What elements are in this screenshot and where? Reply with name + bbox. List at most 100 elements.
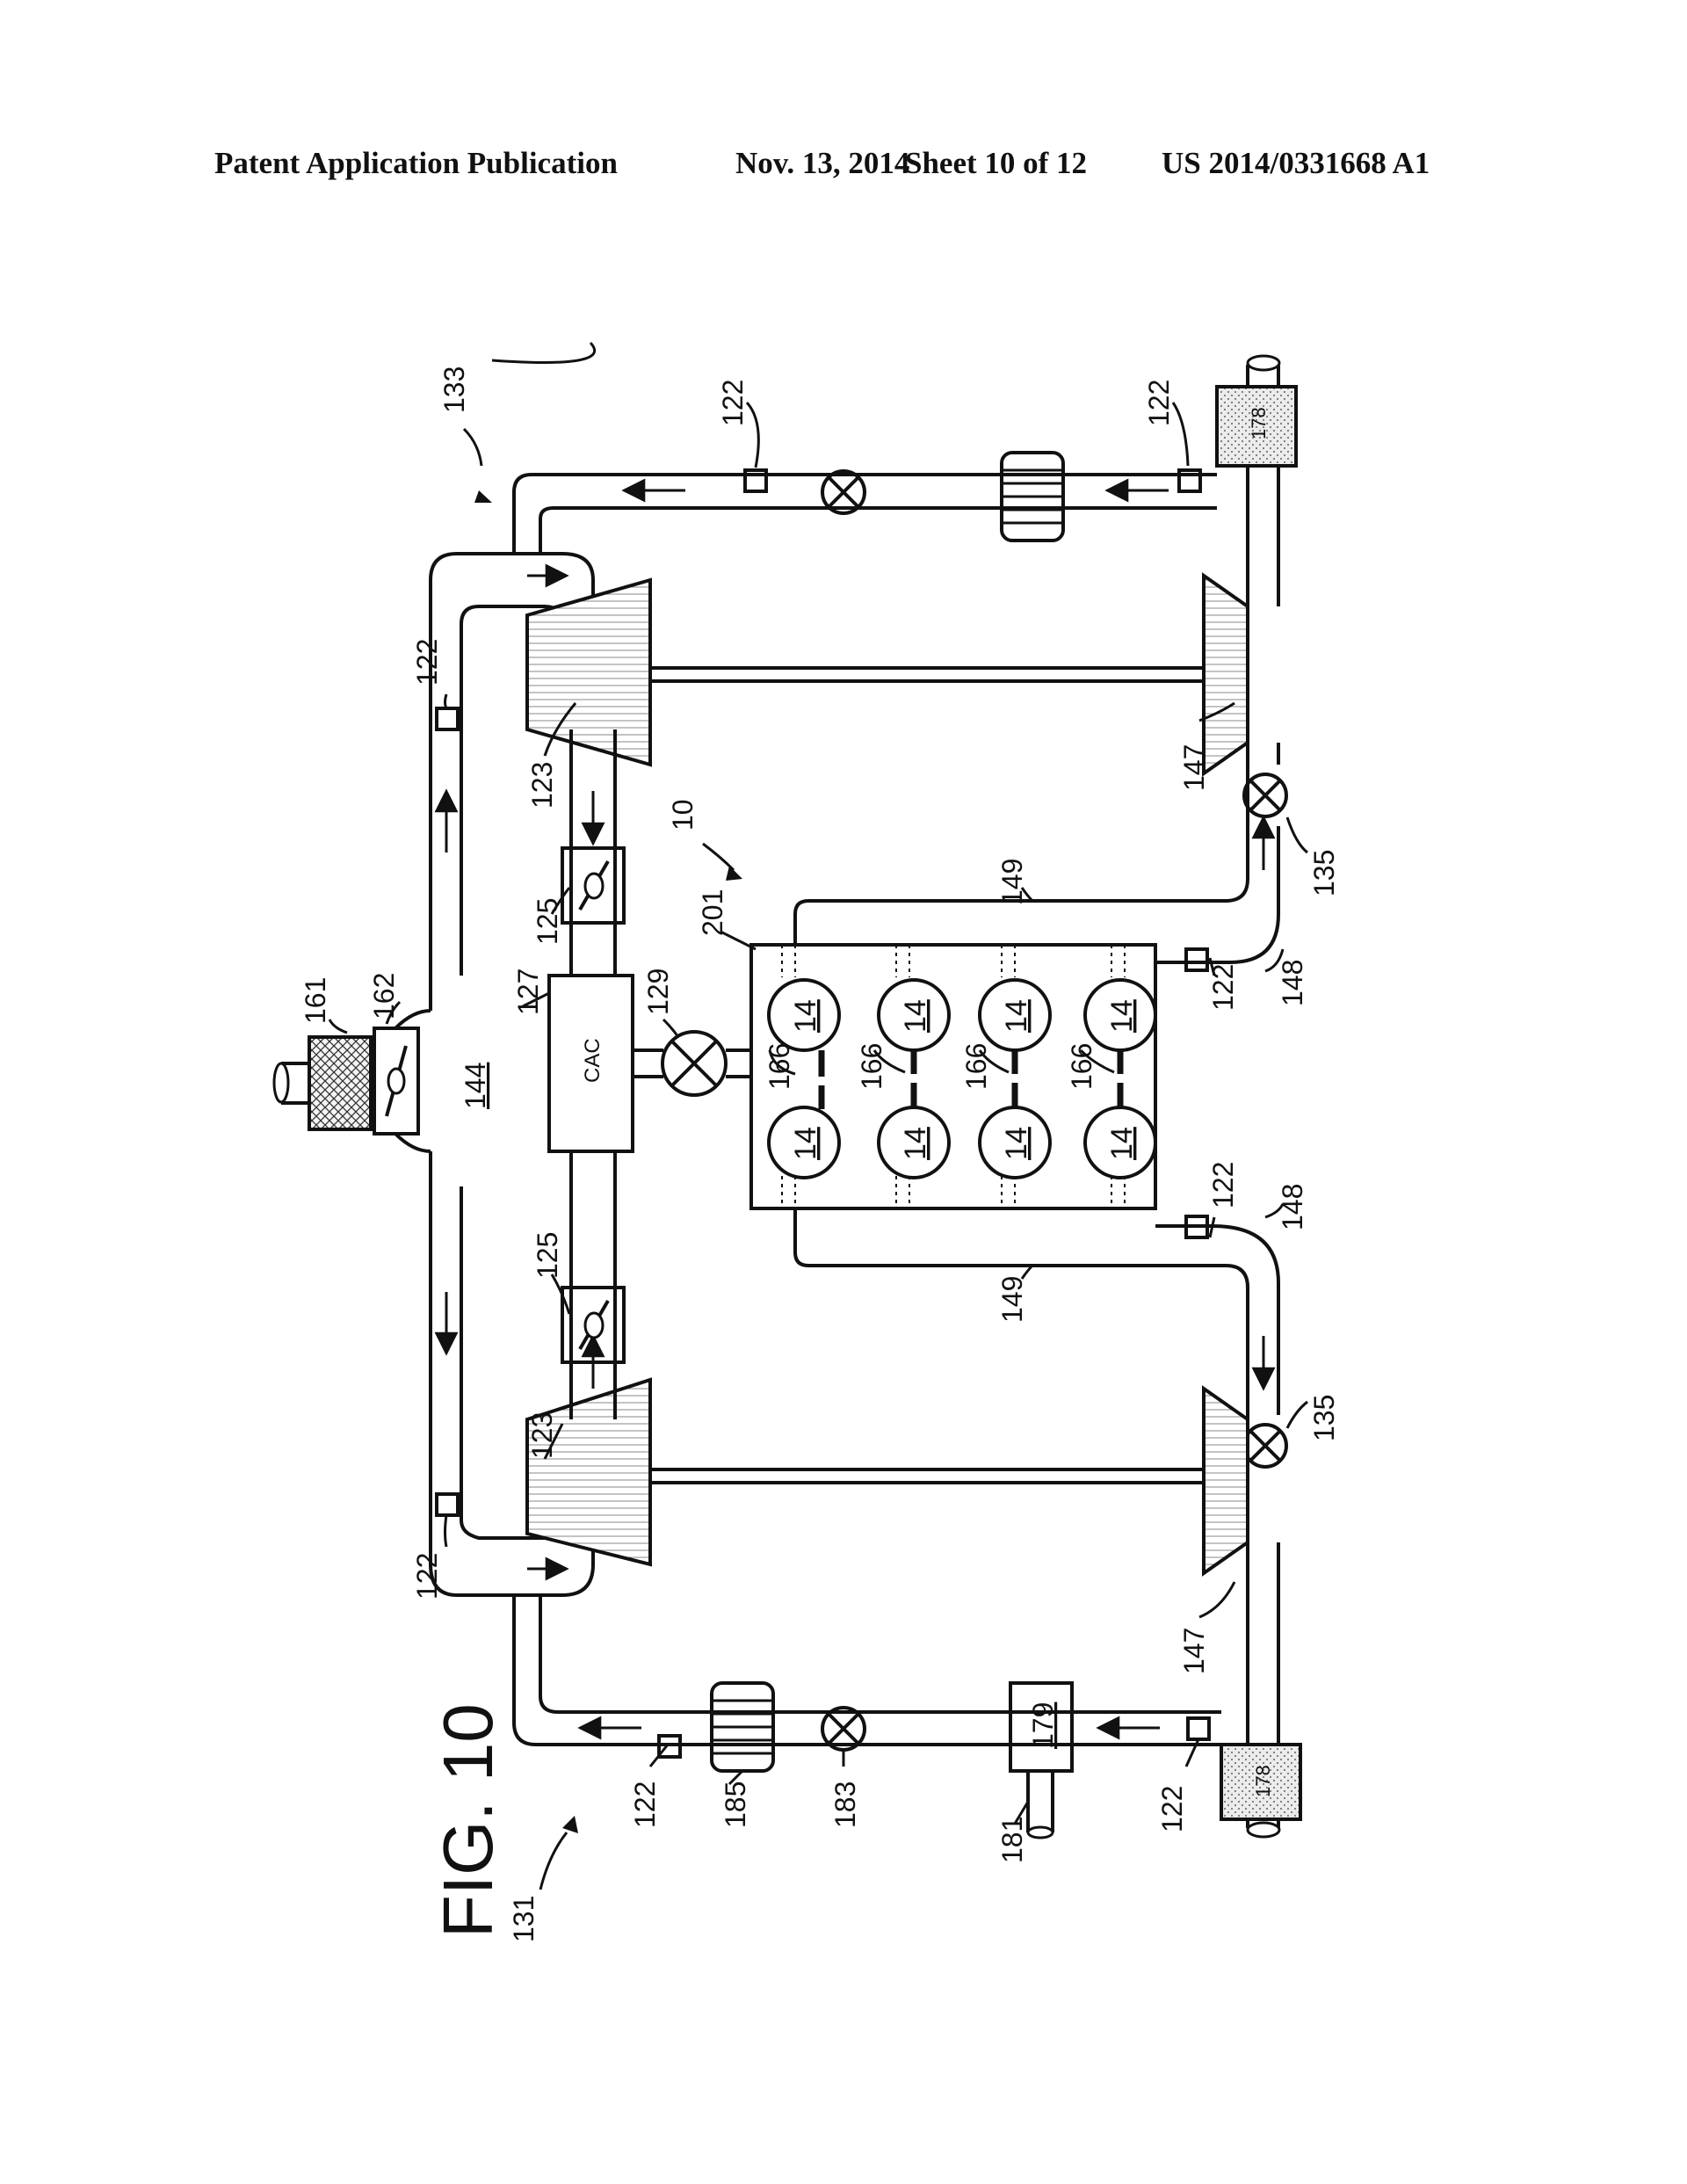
cyl-label-4: 14	[1105, 999, 1139, 1033]
label-131: 131	[508, 1896, 539, 1942]
exhaust-pipe-148-top	[1155, 826, 1280, 964]
exhaust-pipe-148-bottom	[1155, 1224, 1280, 1415]
cyl-label-2: 14	[899, 999, 932, 1033]
label-185: 185	[720, 1781, 751, 1828]
turbine-cone-top	[1202, 572, 1249, 777]
arrowhead-131	[562, 1816, 578, 1833]
cac-valve-129	[633, 1030, 751, 1097]
cyl-label-8: 14	[1105, 1127, 1139, 1160]
figure-labels: FIG. 10 10 133 131 122 122 122 122 122 1…	[300, 366, 1340, 1942]
label-127: 127	[512, 969, 544, 1015]
lead-lines	[328, 341, 1308, 1890]
cyl-label-5: 14	[789, 1127, 822, 1160]
label-144: 144	[460, 1063, 491, 1109]
label-125-top: 125	[532, 898, 563, 945]
main-throttle-162	[373, 1027, 420, 1136]
label-122-h: 122	[1156, 1786, 1188, 1832]
label-181: 181	[996, 1817, 1028, 1863]
charge-duct-top	[569, 729, 617, 976]
figure-title: FIG. 10	[429, 1703, 507, 1938]
wastegate-135-top	[1242, 773, 1288, 818]
label-147-top: 147	[1178, 744, 1210, 791]
label-162: 162	[368, 973, 400, 1019]
cylinder-14	[767, 1106, 841, 1179]
label-122-a: 122	[717, 380, 749, 426]
label-166-b: 166	[856, 1043, 887, 1090]
injectors-166	[818, 1050, 1124, 1109]
label-201: 201	[697, 889, 728, 936]
sensor-122-intake-bottom	[435, 1492, 460, 1517]
cyl-label-3: 14	[1000, 999, 1033, 1033]
egr-element-185	[710, 1681, 775, 1773]
arrowhead-10	[726, 866, 742, 881]
sensor-122-exhaust-bottom	[1184, 1215, 1209, 1239]
sensor-122-exhaust-top	[1184, 947, 1209, 972]
sensor-122-egr-bottom-left	[657, 1734, 682, 1759]
patent-number: US 2014/0331668 A1	[1162, 146, 1430, 180]
label-125-bottom: 125	[532, 1232, 563, 1279]
compressor-123-bottom	[525, 1377, 652, 1567]
label-123-bottom: 123	[526, 1412, 558, 1459]
sensor-122-egr-top-left	[743, 468, 768, 493]
throttle-125-top	[561, 846, 626, 925]
charge-air-cooler	[547, 974, 634, 1153]
label-179: 179	[1027, 1702, 1059, 1749]
charge-duct-bottom	[569, 1151, 617, 1419]
intake-air-pipe	[378, 473, 1221, 1746]
turbo-shaft-bottom	[650, 1468, 1204, 1484]
sheet-number: Sheet 10 of 12	[905, 146, 1088, 180]
label-122-d: 122	[411, 1553, 443, 1600]
cac-text: CAC	[581, 1038, 605, 1083]
label-148-top: 148	[1277, 960, 1308, 1006]
label-135-top: 135	[1308, 850, 1340, 896]
label-10: 10	[667, 799, 699, 831]
intake-flow-arrows	[434, 478, 1169, 1740]
cylinder-port-lines	[781, 945, 1126, 1208]
label-129: 129	[642, 969, 674, 1015]
cyl-label-7: 14	[1000, 1127, 1033, 1160]
label-166-d: 166	[1066, 1043, 1097, 1090]
label-178-top: 178	[1248, 407, 1270, 439]
label-178-bottom: 178	[1252, 1765, 1274, 1797]
egr-valve-top	[821, 469, 866, 515]
sensor-122-egr-bottom-right	[1186, 1716, 1211, 1741]
catalyst-178-top	[1215, 385, 1298, 468]
label-133: 133	[438, 366, 470, 413]
label-135-bottom: 135	[1308, 1395, 1340, 1441]
exhaust-manifold-149-top	[793, 765, 1249, 945]
cyl-label-1: 14	[789, 999, 822, 1033]
egr-cooler-179	[1009, 1681, 1074, 1773]
label-161: 161	[300, 977, 331, 1024]
publication-label: Patent Application Publication	[214, 146, 618, 180]
compressor-123-top	[525, 577, 652, 767]
cylinders	[767, 978, 1157, 1179]
label-166-c: 166	[960, 1043, 992, 1090]
turbo-shaft-top	[650, 666, 1204, 683]
cyl-label-6: 14	[899, 1127, 932, 1160]
label-122-b: 122	[1143, 380, 1175, 426]
label-122-c: 122	[411, 639, 443, 686]
label-147-bottom: 147	[1178, 1628, 1210, 1674]
cylinder-14	[767, 978, 841, 1052]
wastegate-135-bottom	[1242, 1423, 1288, 1469]
catalyst-178-bottom	[1220, 1743, 1302, 1821]
engine-block-201	[749, 943, 1157, 1210]
label-149-bottom: 149	[996, 1276, 1028, 1323]
label-122-f: 122	[1207, 1162, 1239, 1208]
sensor-122-intake-top	[435, 707, 460, 731]
exhaust-manifold-149-bottom	[793, 1208, 1249, 1424]
label-166-a: 166	[764, 1043, 795, 1090]
label-123-top: 123	[526, 762, 558, 809]
air-filter-161	[272, 1035, 373, 1131]
egr-cooler-top	[1000, 451, 1065, 542]
label-148-bottom: 148	[1277, 1184, 1308, 1230]
label-122-g: 122	[629, 1781, 661, 1828]
label-122-e: 122	[1207, 964, 1239, 1011]
label-183: 183	[829, 1781, 861, 1828]
sensor-122-egr-top-right	[1177, 468, 1202, 493]
egr-port-181	[1026, 1771, 1054, 1839]
turbine-cone-bottom	[1202, 1385, 1249, 1577]
publication-date: Nov. 13, 2014	[735, 146, 910, 180]
